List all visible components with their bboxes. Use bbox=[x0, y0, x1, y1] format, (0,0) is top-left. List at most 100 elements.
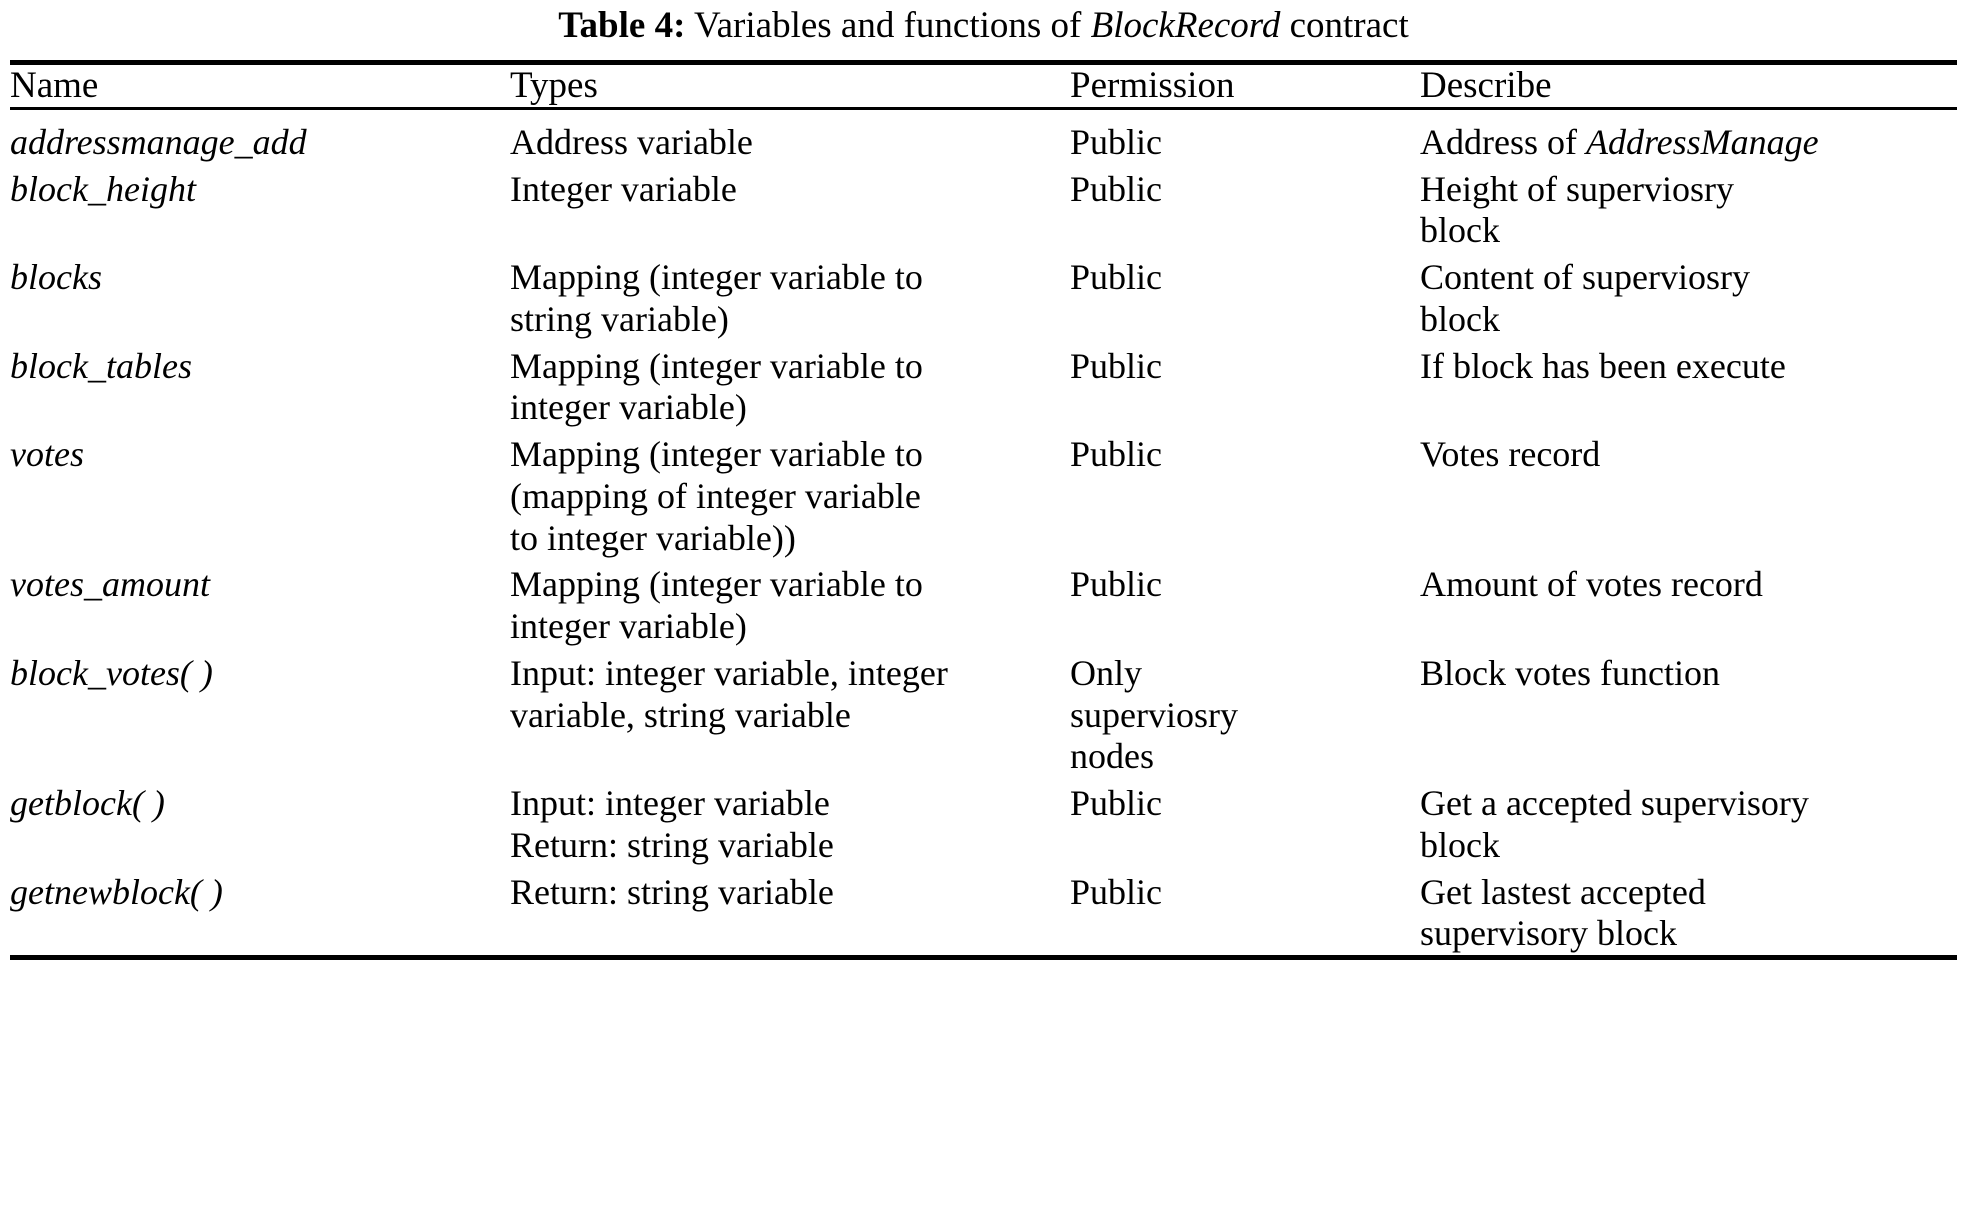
cell-text: block bbox=[1420, 298, 1500, 339]
cell-text: superviosry bbox=[1070, 694, 1238, 735]
table-caption-label: Table 4: bbox=[558, 5, 686, 46]
cell-text: Only bbox=[1070, 652, 1142, 693]
cell-text: If block has been execute bbox=[1420, 345, 1786, 386]
cell-name: block_votes( ) bbox=[10, 648, 510, 778]
table-row: votes Mapping (integer variable to(mappin… bbox=[10, 429, 1957, 559]
table-caption-suffix: contract bbox=[1289, 5, 1409, 46]
cell-text: nodes bbox=[1070, 736, 1154, 777]
table-caption-emphasis: BlockRecord bbox=[1090, 5, 1281, 46]
cell-name: votes_amount bbox=[10, 559, 510, 648]
cell-text: Get a accepted supervisory bbox=[1420, 783, 1809, 824]
cell-text: blocks bbox=[10, 257, 102, 298]
cell-describe: Amount of votes record bbox=[1420, 559, 1957, 648]
cell-text: votes bbox=[10, 434, 84, 475]
cell-text: votes_amount bbox=[10, 564, 210, 605]
cell-name: block_tables bbox=[10, 341, 510, 430]
cell-text: Mapping (integer variable to bbox=[510, 257, 923, 298]
cell-text: supervisory block bbox=[1420, 913, 1677, 954]
table-caption: Table 4: Variables and functions of Bloc… bbox=[10, 0, 1957, 60]
cell-permission: Public bbox=[1070, 110, 1420, 164]
column-header-name: Name bbox=[10, 65, 99, 107]
cell-text: Public bbox=[1070, 434, 1163, 475]
cell-text: block bbox=[1420, 824, 1500, 865]
cell-text: Return: string variable bbox=[510, 871, 834, 912]
cell-text: block_tables bbox=[10, 345, 192, 386]
cell-text: Public bbox=[1070, 871, 1163, 912]
contract-variables-table: Name Types Permission Describe bbox=[10, 65, 1957, 106]
table-header-rule bbox=[10, 106, 1957, 110]
column-header-types: Types bbox=[510, 65, 598, 107]
cell-text: integer variable) bbox=[510, 387, 747, 428]
cell-name: getblock( ) bbox=[10, 778, 510, 867]
cell-text: Public bbox=[1070, 345, 1163, 386]
cell-text: Mapping (integer variable to bbox=[510, 434, 923, 475]
cell-permission: Public bbox=[1070, 341, 1420, 430]
cell-text: getnewblock( ) bbox=[10, 871, 223, 912]
cell-text: Mapping (integer variable to bbox=[510, 564, 923, 605]
describe-emphasis: AddressManage bbox=[1585, 121, 1819, 162]
table-top-rule bbox=[10, 60, 1957, 66]
cell-text: to integer variable)) bbox=[510, 517, 796, 558]
cell-text: getblock( ) bbox=[10, 783, 165, 824]
cell-permission: Public bbox=[1070, 559, 1420, 648]
cell-describe: If block has been execute bbox=[1420, 341, 1957, 430]
cell-permission: Public bbox=[1070, 867, 1420, 956]
cell-text: Address variable bbox=[510, 121, 753, 162]
table-row: block_votes( ) Input: integer variable, i… bbox=[10, 648, 1957, 778]
cell-text: Integer variable bbox=[510, 168, 737, 209]
cell-permission: Public bbox=[1070, 778, 1420, 867]
cell-text: Return: string variable bbox=[510, 824, 834, 865]
cell-types: Return: string variable bbox=[510, 867, 1070, 956]
cell-name: blocks bbox=[10, 252, 510, 341]
cell-name: votes bbox=[10, 429, 510, 559]
cell-permission: Public bbox=[1070, 164, 1420, 253]
cell-text: Public bbox=[1070, 564, 1163, 605]
column-header-permission: Permission bbox=[1070, 65, 1235, 107]
cell-text: Mapping (integer variable to bbox=[510, 345, 923, 386]
cell-text: Amount of votes record bbox=[1420, 564, 1763, 605]
table-row: votes_amount Mapping (integer variable to… bbox=[10, 559, 1957, 648]
table-caption-prefix: Variables and functions of bbox=[694, 5, 1082, 46]
cell-text: Public bbox=[1070, 121, 1163, 162]
cell-text: Public bbox=[1070, 257, 1163, 298]
cell-text: block_height bbox=[10, 168, 196, 209]
cell-types: Address variable bbox=[510, 110, 1070, 164]
cell-text: integer variable) bbox=[510, 606, 747, 647]
cell-types: Mapping (integer variable to(mapping of … bbox=[510, 429, 1070, 559]
cell-permission: Public bbox=[1070, 429, 1420, 559]
cell-text: Input: integer variable bbox=[510, 783, 830, 824]
cell-text: Content of superviosry bbox=[1420, 257, 1750, 298]
cell-describe: Block votes function bbox=[1420, 648, 1957, 778]
table-bottom-rule bbox=[10, 955, 1957, 961]
cell-text: (mapping of integer variable bbox=[510, 475, 921, 516]
cell-text: Address of AddressManage bbox=[1420, 122, 1957, 164]
cell-text: Block votes function bbox=[1420, 652, 1720, 693]
cell-text: Get lastest accepted bbox=[1420, 871, 1706, 912]
table-header: Name Types Permission Describe bbox=[10, 65, 1957, 106]
cell-text: block_votes( ) bbox=[10, 652, 213, 693]
cell-name: addressmanage_add bbox=[10, 110, 510, 164]
table-row: block_tables Mapping (integer variable to… bbox=[10, 341, 1957, 430]
cell-text: Input: integer variable, integer bbox=[510, 652, 948, 693]
cell-text: Height of superviosry bbox=[1420, 168, 1734, 209]
table-row: getnewblock( ) Return: string variable Pub… bbox=[10, 867, 1957, 956]
cell-name: block_height bbox=[10, 164, 510, 253]
table-header-row: Name Types Permission Describe bbox=[10, 65, 1957, 106]
cell-text: Public bbox=[1070, 783, 1163, 824]
